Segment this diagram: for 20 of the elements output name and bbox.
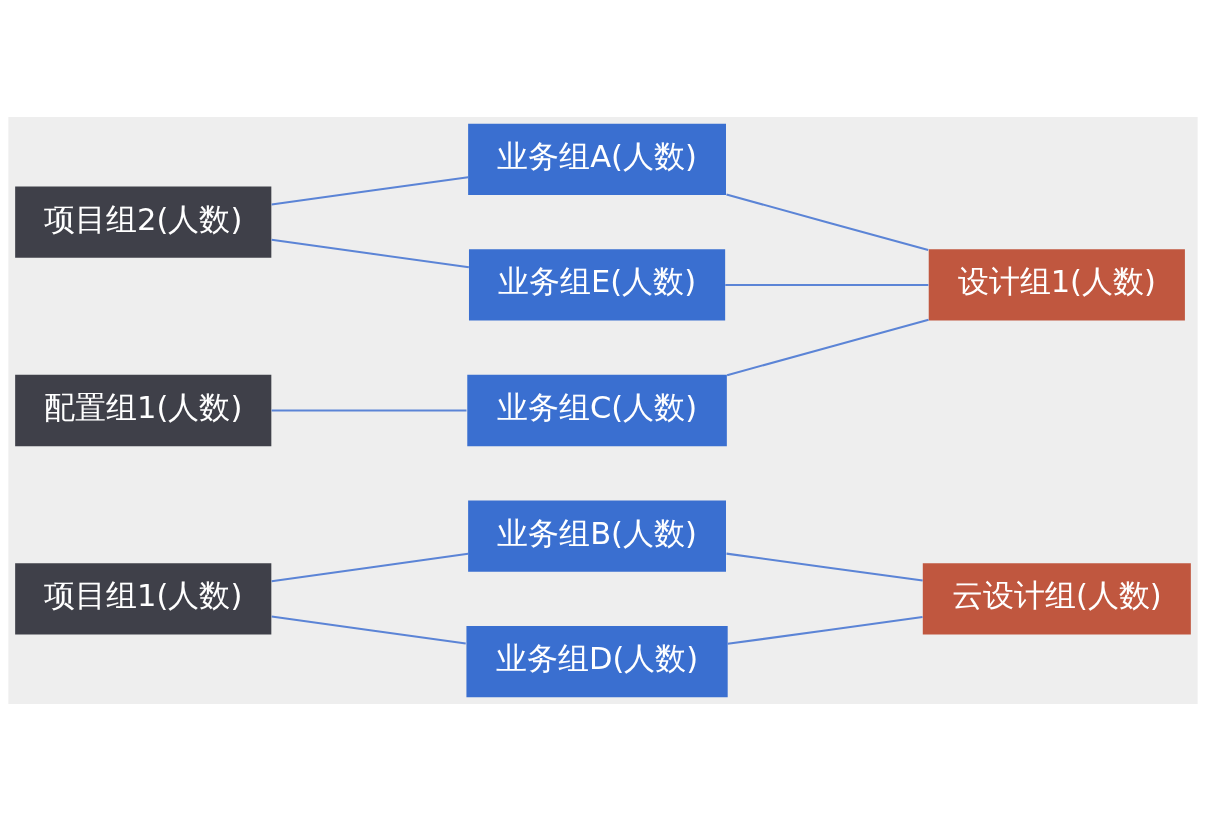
connector xyxy=(271,409,467,411)
connector xyxy=(725,283,929,286)
node-box: 业务组A(人数) xyxy=(468,123,726,195)
connector xyxy=(727,615,923,645)
connector xyxy=(726,193,929,251)
node-box: 云设计组(人数) xyxy=(922,562,1191,634)
connector xyxy=(726,552,923,582)
connector xyxy=(726,318,929,376)
node-box: 业务组C(人数) xyxy=(467,374,727,446)
node-box: 业务组E(人数) xyxy=(468,248,726,321)
connector xyxy=(271,552,469,582)
node-box: 项目组2(人数) xyxy=(15,186,272,258)
node-box: 业务组B(人数) xyxy=(468,499,726,572)
connector xyxy=(271,175,469,206)
node-box: 设计组1(人数) xyxy=(928,248,1185,321)
connector xyxy=(271,238,469,268)
connector xyxy=(271,614,466,645)
node-box: 配置组1(人数) xyxy=(15,374,272,446)
node-box: 业务组D(人数) xyxy=(466,625,728,697)
node-box: 项目组1(人数) xyxy=(15,562,272,634)
